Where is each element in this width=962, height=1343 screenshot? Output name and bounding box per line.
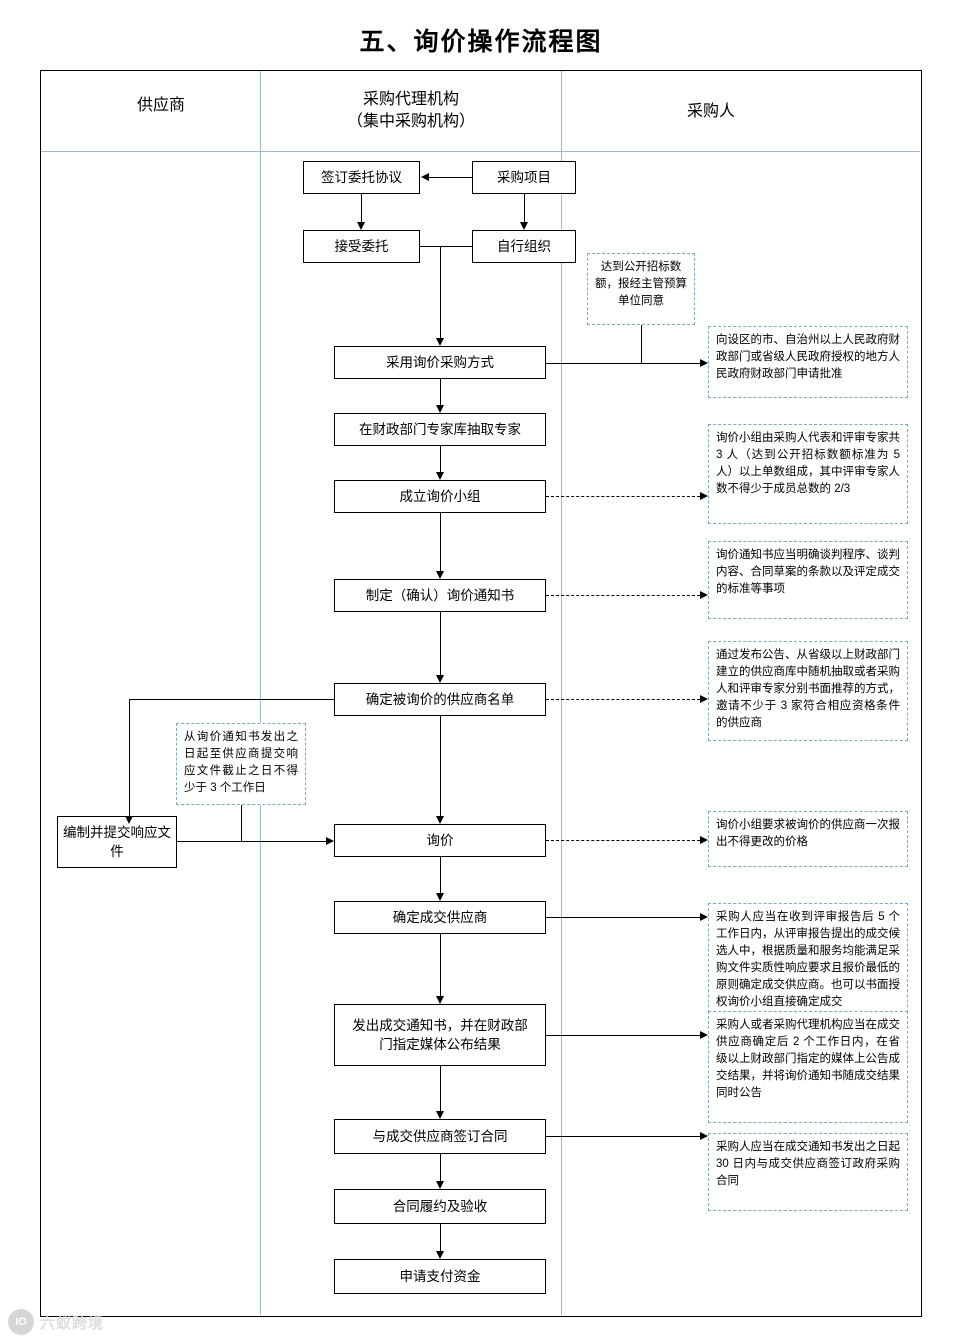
connector-adopt-to-experts <box>440 379 441 405</box>
node-make-inquiry-notice[interactable]: 制定（确认）询价通知书 <box>334 579 546 612</box>
connector-winner-to-notice <box>440 934 441 996</box>
connector-list-to-note5 <box>546 699 700 700</box>
connector-note-response-deadline <box>241 805 242 841</box>
connector-inquiry-to-note7 <box>546 840 700 841</box>
arrow-adopt-to-note2 <box>700 358 708 367</box>
node-procurement-project[interactable]: 采购项目 <box>472 161 576 194</box>
watermark-logo: IO <box>8 1309 34 1335</box>
arrow-project-to-agreement <box>421 173 429 181</box>
lane-header-purchaser: 采购人 <box>686 103 735 120</box>
node-adopt-inquiry-method[interactable]: 采用询价采购方式 <box>334 346 546 379</box>
connector-adopt-to-note2 <box>546 363 700 364</box>
connector-group-to-note3 <box>546 496 700 497</box>
connector-list-to-inquiry <box>440 716 441 816</box>
connector-join-to-adopt <box>440 246 441 338</box>
connector-group-to-notice <box>440 513 441 571</box>
connector-performance-to-payment <box>440 1224 441 1251</box>
arrow-project-to-self <box>519 222 528 230</box>
arrow-list-to-note5 <box>700 694 708 703</box>
note-apply-approval: 向设区的市、自治州以上人民政府财政部门或省级人民政府授权的地方人民政府财政部门申… <box>708 326 908 398</box>
connector-elbow-top <box>129 699 334 700</box>
arrow-winner-to-note8 <box>700 912 708 921</box>
node-determine-winning-supplier[interactable]: 确定成交供应商 <box>334 901 546 934</box>
diagram-frame: 供应商 采购代理机构 （集中采购机构） 采购人 签订委托协议 采购项目 接受委托… <box>40 70 922 1317</box>
connector-award-to-note9 <box>546 1035 700 1036</box>
lane-divider-agency-purchaser <box>561 71 562 1315</box>
arrow-contract-to-performance <box>435 1181 444 1189</box>
arrow-inquiry-to-winner <box>435 893 444 901</box>
node-determine-supplier-list[interactable]: 确定被询价的供应商名单 <box>334 683 546 716</box>
page-title: 五、询价操作流程图 <box>359 28 603 56</box>
arrow-list-to-inquiry <box>435 816 444 824</box>
connector-notice-to-contract <box>440 1066 441 1111</box>
node-draw-experts[interactable]: 在财政部门专家库抽取专家 <box>334 413 546 446</box>
watermark: IO 六蚁跨境 <box>8 1309 104 1335</box>
arrow-winner-to-notice <box>435 996 444 1004</box>
arrow-notice-to-note4 <box>700 590 708 599</box>
arrow-notice-to-contract <box>435 1111 444 1119</box>
note-open-tender-threshold: 达到公开招标数额，报经主管预算单位同意 <box>587 253 695 325</box>
arrow-adopt-to-experts <box>435 405 444 413</box>
arrow-performance-to-payment <box>435 1251 444 1259</box>
connector-response-to-inquiry <box>177 841 326 842</box>
connector-experts-to-group <box>440 446 441 472</box>
note-inquiry-group-composition: 询价小组由采购人代表和评审专家共 3 人（达到公开招标数额标准为 5 人）以上单… <box>708 424 908 524</box>
connector-winner-to-note8 <box>546 917 700 918</box>
lane-header-divider <box>41 151 920 152</box>
connector-notice-to-list <box>440 612 441 675</box>
note-one-time-quote: 询价小组要求被询价的供应商一次报出不得更改的价格 <box>708 811 908 867</box>
arrow-inquiry-to-note7 <box>700 835 708 844</box>
arrow-contract-to-note10 <box>700 1131 708 1140</box>
connector-agreement-to-accept <box>361 194 362 222</box>
connector-project-to-self <box>524 194 525 222</box>
lane-header-supplier: 供应商 <box>136 97 185 114</box>
node-issue-award-notice[interactable]: 发出成交通知书，并在财政部门指定媒体公布结果 <box>334 1004 546 1066</box>
node-establish-inquiry-group[interactable]: 成立询价小组 <box>334 480 546 513</box>
arrow-group-to-notice <box>435 571 444 579</box>
node-apply-payment[interactable]: 申请支付资金 <box>334 1259 546 1294</box>
lane-header-agency-line1: 采购代理机构 <box>362 91 459 108</box>
note-supplier-invitation: 通过发布公告、从省级以上财政部门建立的供应商库中随机抽取或者采购人和评审专家分别… <box>708 641 908 741</box>
node-self-organize[interactable]: 自行组织 <box>472 230 576 263</box>
connector-project-to-agreement <box>429 177 472 178</box>
connector-inquiry-to-winner <box>440 857 441 893</box>
arrow-group-to-note3 <box>700 491 708 500</box>
arrow-notice-to-list <box>435 675 444 683</box>
node-prepare-submit-response[interactable]: 编制并提交响应文件 <box>57 816 177 868</box>
connector-notice-to-note4 <box>546 595 700 596</box>
connector-contract-to-note10 <box>546 1136 700 1137</box>
arrow-into-prepare-response <box>124 816 133 824</box>
arrow-award-to-note9 <box>700 1030 708 1039</box>
watermark-text: 六蚁跨境 <box>40 1314 105 1332</box>
connector-elbow-vertical <box>129 699 130 816</box>
note-inquiry-notice-content: 询价通知书应当明确谈判程序、谈判内容、合同草案的条款以及评定成交的标准等事项 <box>708 541 908 619</box>
note-response-deadline: 从询价通知书发出之日起至供应商提交响应文件截止之日不得少于 3 个工作日 <box>176 723 306 805</box>
arrow-join-to-adopt <box>435 338 444 346</box>
node-contract-performance[interactable]: 合同履约及验收 <box>334 1189 546 1224</box>
node-inquiry[interactable]: 询价 <box>334 824 546 857</box>
connector-note-threshold-down <box>641 325 642 363</box>
arrow-agreement-to-accept <box>356 222 365 230</box>
arrow-response-to-inquiry <box>326 836 334 845</box>
note-publish-result: 采购人或者采购代理机构应当在成交供应商确定后 2 个工作日内，在省级以上财政部门… <box>708 1011 908 1123</box>
note-contract-30days: 采购人应当在成交通知书发出之日起 30 日内与成交供应商签订政府采购合同 <box>708 1133 908 1211</box>
lane-divider-supplier-agency <box>260 71 261 1315</box>
node-accept-entrust[interactable]: 接受委托 <box>303 230 420 263</box>
connector-contract-to-performance <box>440 1154 441 1181</box>
node-sign-entrust-agreement[interactable]: 签订委托协议 <box>303 161 420 194</box>
node-sign-contract[interactable]: 与成交供应商签订合同 <box>334 1119 546 1154</box>
lane-header-agency-line2: （集中采购机构） <box>346 113 475 130</box>
connector-accept-selforg-join <box>420 246 472 247</box>
arrow-experts-to-group <box>435 472 444 480</box>
